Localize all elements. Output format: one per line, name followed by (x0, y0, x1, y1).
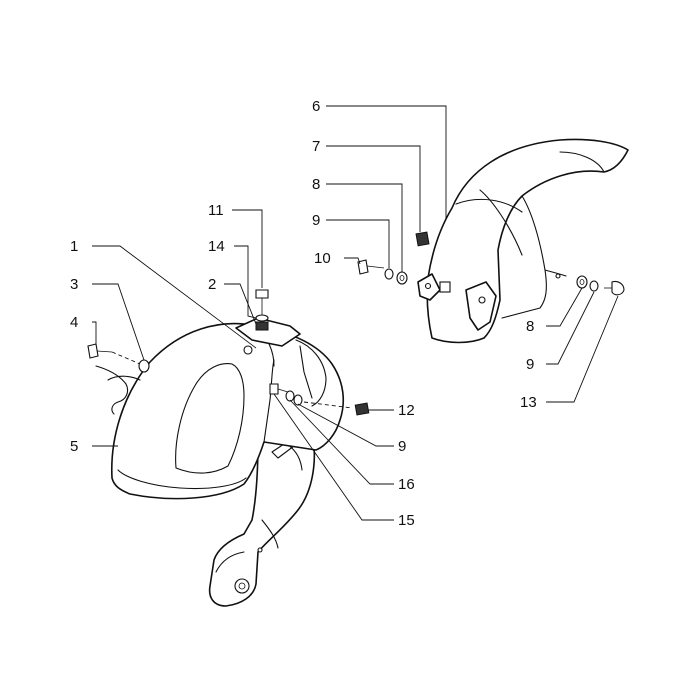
front-mudguard (95, 317, 345, 500)
callout-16: 16 (398, 476, 415, 493)
callout-15: 15 (398, 512, 415, 529)
rear-mudguard (417, 138, 629, 344)
callout-11: 11 (208, 202, 224, 219)
callout-6: 6 (312, 98, 320, 115)
callout-8-right: 8 (526, 318, 534, 335)
callout-14: 14 (208, 238, 225, 255)
callout-7: 7 (312, 138, 320, 155)
front-mudguard-fasteners (87, 289, 370, 416)
leader-lines (92, 105, 619, 521)
callout-9-upper: 9 (312, 212, 320, 229)
callout-10: 10 (314, 250, 331, 267)
callout-9-right: 9 (526, 356, 534, 373)
callout-13: 13 (520, 394, 537, 411)
callout-9-lower: 9 (398, 438, 406, 455)
callout-2: 2 (208, 276, 216, 293)
callout-labels: 1 2 3 4 5 6 7 8 9 10 11 14 8 9 13 12 9 1… (70, 98, 537, 529)
callout-5: 5 (70, 438, 78, 455)
callout-4: 4 (70, 314, 78, 331)
callout-12: 12 (398, 402, 415, 419)
rear-mudguard-fasteners (357, 231, 625, 296)
callout-8-upper: 8 (312, 176, 320, 193)
callout-3: 3 (70, 276, 78, 293)
callout-1: 1 (70, 238, 78, 255)
